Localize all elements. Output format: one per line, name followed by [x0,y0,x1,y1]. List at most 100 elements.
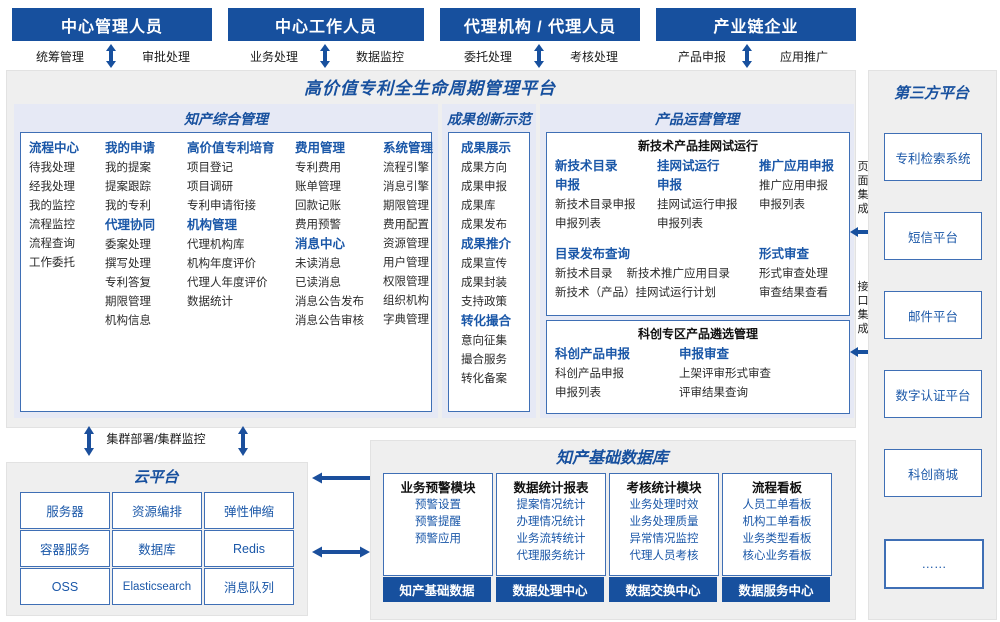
col-head[interactable]: 费用管理 [295,141,346,155]
col-item[interactable]: 项目登记 [187,162,233,174]
col-item[interactable]: 撰写处理 [105,258,151,270]
cloud-cell-database[interactable]: 数据库 [112,530,202,567]
col-item[interactable]: 未读消息 [295,258,341,270]
col-item[interactable]: 代理机构库 [187,239,245,251]
col-item[interactable]: 转化备案 [461,373,507,385]
db-footer-service-center[interactable]: 数据服务中心 [722,577,830,602]
col-item[interactable]: 我的提案 [105,162,151,174]
col-item[interactable]: 机构信息 [105,315,151,327]
col-head[interactable]: 流程中心 [29,141,80,155]
col-item[interactable]: 回款记账 [295,200,341,212]
col-item[interactable]: 费用预警 [295,219,341,231]
col-item[interactable]: 待我处理 [29,162,75,174]
third-party-item-digital-cert[interactable]: 数字认证平台 [884,370,982,418]
db-col-item[interactable]: 机构工单看板 [742,516,812,528]
col-item[interactable]: 流程引擎 [383,162,429,174]
persona-box-2[interactable]: 代理机构 / 代理人员 [440,8,640,41]
col-item[interactable]: 审查结果查看 [759,287,828,299]
persona-box-1[interactable]: 中心工作人员 [228,8,424,41]
db-col-item[interactable]: 预警提醒 [415,516,461,528]
col-item[interactable]: 申报列表 [555,387,601,399]
col-head[interactable]: 系统管理 [383,141,434,155]
db-footer-processing-center[interactable]: 数据处理中心 [496,577,604,602]
col-item[interactable]: 代理人年度评价 [187,277,268,289]
col-item[interactable]: 账单管理 [295,181,341,193]
col-head[interactable]: 目录发布查询 [555,247,631,261]
col-head[interactable]: 高价值专利培育 [187,141,275,155]
col-item[interactable]: 我的监控 [29,200,75,212]
col-item[interactable]: 资源管理 [383,238,429,250]
col-item[interactable]: 专利申请衔接 [187,200,256,212]
col-item[interactable]: 消息引擎 [383,181,429,193]
col-item[interactable]: 上架评审形式审查 [679,368,771,380]
third-party-item-email[interactable]: 邮件平台 [884,291,982,339]
db-col-item[interactable]: 预警设置 [415,499,461,511]
col-item[interactable]: 流程监控 [29,219,75,231]
third-party-item-sms[interactable]: 短信平台 [884,212,982,260]
col-item[interactable]: 成果方向 [461,162,507,174]
db-col-item[interactable]: 预警应用 [415,533,461,545]
col-item[interactable]: 成果宣传 [461,258,507,270]
col-item[interactable]: 申报列表 [759,199,805,211]
col-item[interactable]: 撮合服务 [461,354,507,366]
col-head[interactable]: 机构管理 [187,218,238,232]
col-item[interactable]: 推广应用申报 [759,180,828,192]
col-item[interactable]: 经我处理 [29,181,75,193]
col-item[interactable]: 形式审查处理 [759,268,828,280]
db-col-item[interactable]: 异常情况监控 [629,533,699,545]
db-col-item[interactable]: 人员工单看板 [742,499,812,511]
col-item[interactable]: 新技术目录 [555,268,613,280]
col-item[interactable]: 新技术（产品）挂网试运行计划 [555,287,716,299]
col-item[interactable]: 费用配置 [383,219,429,231]
persona-box-3[interactable]: 产业链企业 [656,8,856,41]
cloud-cell-elasticsearch[interactable]: Elasticsearch [112,568,202,605]
col-item[interactable]: 意向征集 [461,335,507,347]
col-item[interactable]: 我的专利 [105,200,151,212]
col-item[interactable]: 已读消息 [295,277,341,289]
col-head[interactable]: 新技术目录申报 [555,159,618,192]
cloud-cell-server[interactable]: 服务器 [20,492,110,529]
col-item[interactable]: 项目调研 [187,181,233,193]
col-item[interactable]: 新技术目录申报 [555,199,636,211]
col-item[interactable]: 期限管理 [105,296,151,308]
col-item[interactable]: 挂网试运行申报 [657,199,738,211]
col-item[interactable]: 消息公告审核 [295,315,364,327]
third-party-item-innovation-mall[interactable]: 科创商城 [884,449,982,497]
col-item[interactable]: 新技术推广应用目录 [626,268,731,280]
db-col-item[interactable]: 业务处理时效 [629,499,699,511]
db-footer-basic-data[interactable]: 知产基础数据 [383,577,491,602]
db-col-item[interactable]: 代理服务统计 [516,550,586,562]
col-item[interactable]: 成果库 [461,200,496,212]
db-col-item[interactable]: 业务类型看板 [742,533,812,545]
col-head[interactable]: 挂网试运行申报 [657,159,720,192]
col-head[interactable]: 推广应用申报 [759,159,835,173]
col-item[interactable]: 机构年度评价 [187,258,256,270]
col-head[interactable]: 科创产品申报 [555,347,631,361]
col-head[interactable]: 我的申请 [105,141,156,155]
col-item[interactable]: 期限管理 [383,200,429,212]
col-item[interactable]: 委案处理 [105,239,151,251]
col-item[interactable]: 申报列表 [657,218,703,230]
col-head[interactable]: 形式审查 [759,247,810,261]
col-item[interactable]: 权限管理 [383,276,429,288]
db-col-item[interactable]: 办理情况统计 [516,516,586,528]
db-footer-exchange-center[interactable]: 数据交换中心 [609,577,717,602]
col-item[interactable]: 成果申报 [461,181,507,193]
cloud-cell-redis[interactable]: Redis [204,530,294,567]
col-item[interactable]: 科创产品申报 [555,368,624,380]
third-party-item-more[interactable]: …… [884,539,984,589]
cloud-cell-oss[interactable]: OSS [20,568,110,605]
db-col-item[interactable]: 代理人员考核 [629,550,699,562]
persona-box-0[interactable]: 中心管理人员 [12,8,212,41]
col-item[interactable]: 成果封装 [461,277,507,289]
col-item[interactable]: 流程查询 [29,238,75,250]
col-head[interactable]: 转化撮合 [461,314,512,328]
col-item[interactable]: 专利费用 [295,162,341,174]
cloud-cell-elastic-scaling[interactable]: 弹性伸缩 [204,492,294,529]
col-head[interactable]: 申报审查 [679,347,730,361]
col-head[interactable]: 成果推介 [461,237,512,251]
db-col-item[interactable]: 提案情况统计 [516,499,586,511]
col-item[interactable]: 评审结果查询 [679,387,748,399]
col-item[interactable]: 支持政策 [461,296,507,308]
col-item[interactable]: 提案跟踪 [105,181,151,193]
